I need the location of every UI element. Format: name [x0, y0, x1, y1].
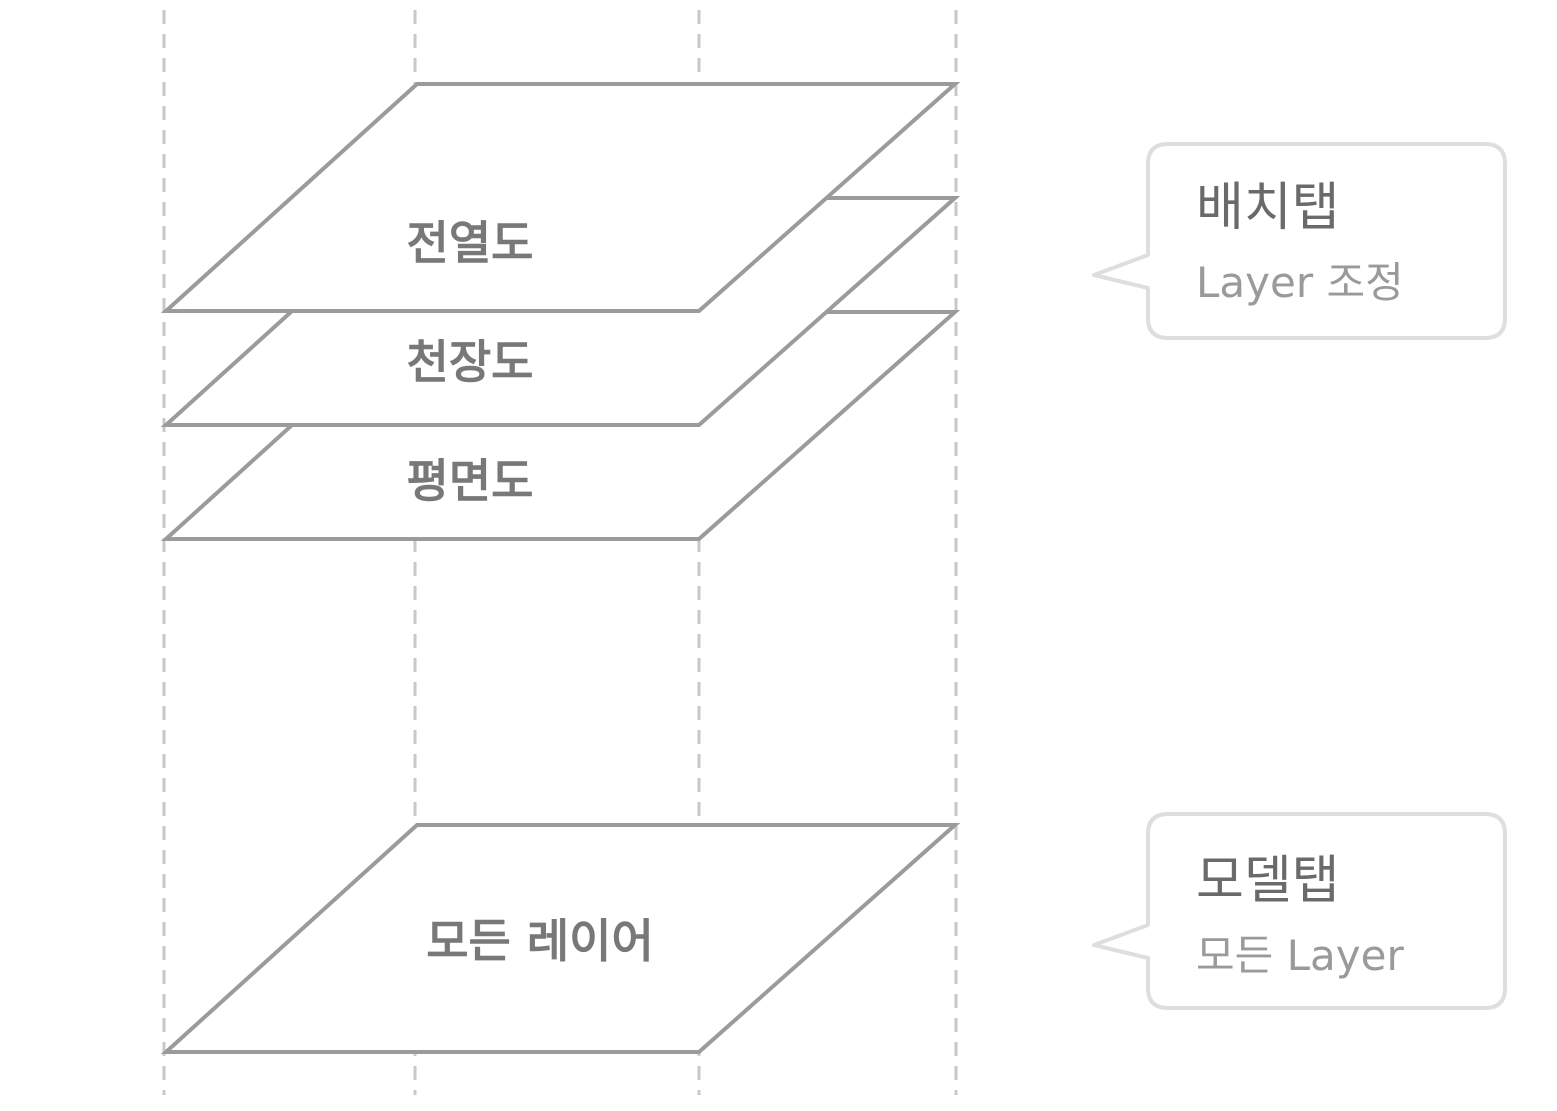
callout-bubble: [1092, 142, 1507, 340]
callout-layout-tab: 배치탭 Layer 조정: [1092, 142, 1507, 340]
plane-all: [160, 823, 961, 1054]
callout-title: 배치탭: [1196, 178, 1340, 238]
callout-bubble: [1092, 812, 1507, 1010]
callout-subtitle: 모든 Layer: [1196, 931, 1404, 980]
layer-label-electrical: 전열도: [407, 216, 534, 270]
plane-electrical: [160, 82, 961, 313]
layer-label-ceiling: 천장도: [407, 335, 534, 389]
layer-label-all: 모든 레이어: [426, 914, 654, 968]
layer-label-plan: 평면도: [407, 454, 534, 508]
layer-electrical: 전열도: [160, 82, 961, 313]
callout-title: 모델탭: [1196, 851, 1340, 911]
callout-model-tab: 모델탭 모든 Layer: [1092, 812, 1507, 1010]
layer-all: 모든 레이어: [160, 823, 961, 1054]
callout-subtitle: Layer 조정: [1196, 258, 1404, 307]
